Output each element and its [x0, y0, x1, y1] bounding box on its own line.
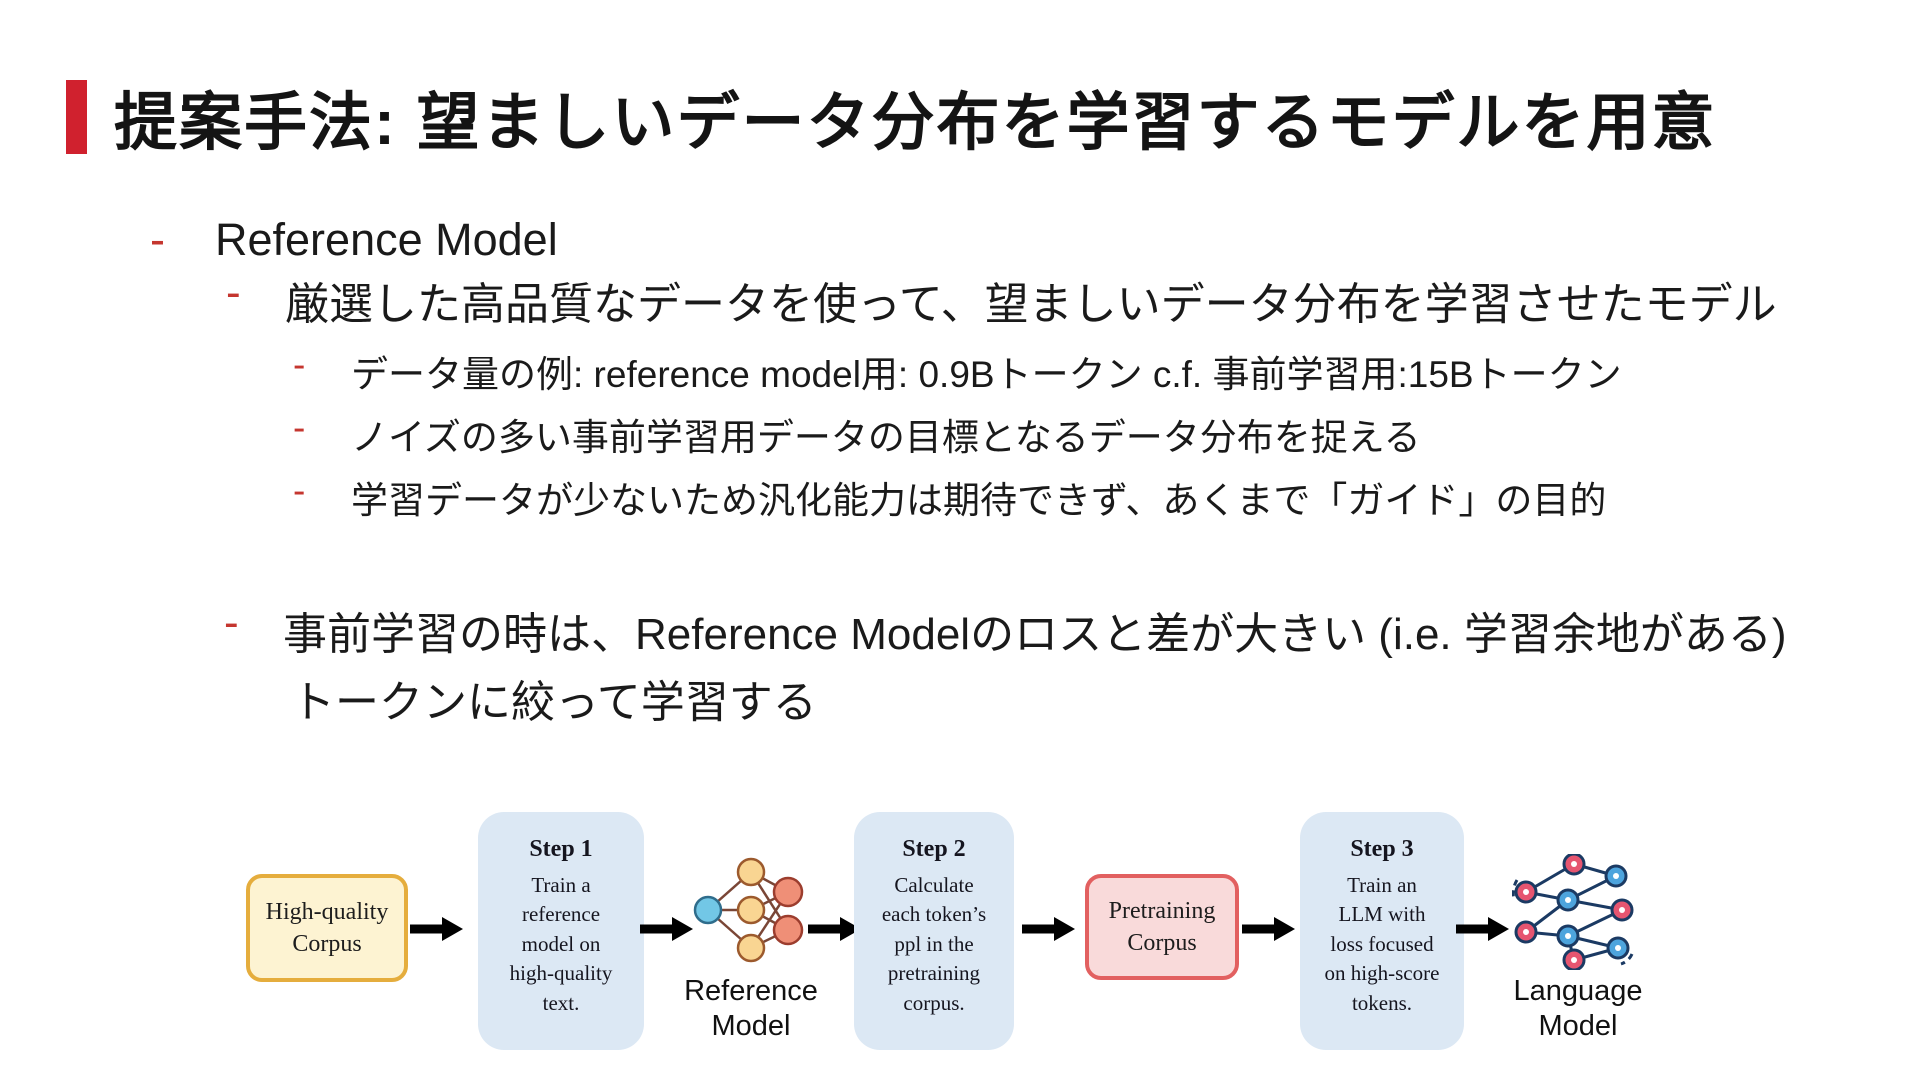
step1-body: Train a reference model on high-quality … [509, 873, 613, 1015]
high-quality-corpus-box: High-quality Corpus [246, 874, 408, 982]
bullet-l3-generalization: 学習データが少ないため汎化能力は期待できず、あくまで「ガイド」の目的 [351, 480, 1607, 521]
bullet-l2-pretraining-line2: トークンに絞って学習する [291, 678, 817, 727]
pretraining-corpus-box: Pretraining Corpus [1085, 874, 1239, 980]
step1-title: Step 1 [529, 836, 593, 862]
step3-title: Step 3 [1350, 836, 1414, 862]
bullet-dash: - [293, 344, 306, 385]
arrow-right-icon [1022, 917, 1075, 941]
bullet-dash: - [224, 598, 239, 647]
bullet-l2-pretraining-line1: 事前学習の時は、Reference Modelのロスと差が大きい (i.e. 学… [283, 610, 1787, 659]
step2-box: Step 2 Calculate each token’s ppl in the… [854, 812, 1014, 1050]
arrow-right-icon [410, 917, 463, 941]
bullet-dash: - [293, 407, 306, 448]
reference-model-neural-network-icon [693, 857, 804, 963]
language-model-label: Language Model [1513, 975, 1643, 1043]
step3-body: Train an LLM with loss focused on high-s… [1324, 873, 1440, 1015]
title-accent-bar [66, 80, 87, 154]
step1-box: Step 1 Train a reference model on high-q… [478, 812, 644, 1050]
page-title: 提案手法: 望ましいデータ分布を学習するモデルを用意 [114, 88, 1717, 158]
bullet-dash: - [226, 268, 241, 317]
arrow-right-icon [1456, 917, 1509, 941]
step2-title: Step 2 [902, 836, 966, 862]
language-model-neural-network-icon [1512, 854, 1634, 970]
bullet-dash: - [293, 470, 306, 511]
bullet-l3-noise: ノイズの多い事前学習用データの目標となるデータ分布を捉える [351, 417, 1421, 458]
arrow-right-icon [640, 917, 693, 941]
bullet-l3-data-amount: データ量の例: reference model用: 0.9Bトークン c.f. … [351, 354, 1622, 395]
step2-body: Calculate each token’s ppl in the pretra… [881, 873, 987, 1015]
arrow-right-icon [808, 917, 861, 941]
step3-box: Step 3 Train an LLM with loss focused on… [1300, 812, 1464, 1050]
bullet-reference-model: Reference Model [215, 214, 558, 265]
bullet-dash: - [150, 214, 165, 265]
arrow-right-icon [1242, 917, 1295, 941]
reference-model-label: Reference Model [684, 975, 818, 1043]
bullet-l2-quality-data: 厳選した高品質なデータを使って、望ましいデータ分布を学習させたモデル [285, 280, 1777, 329]
